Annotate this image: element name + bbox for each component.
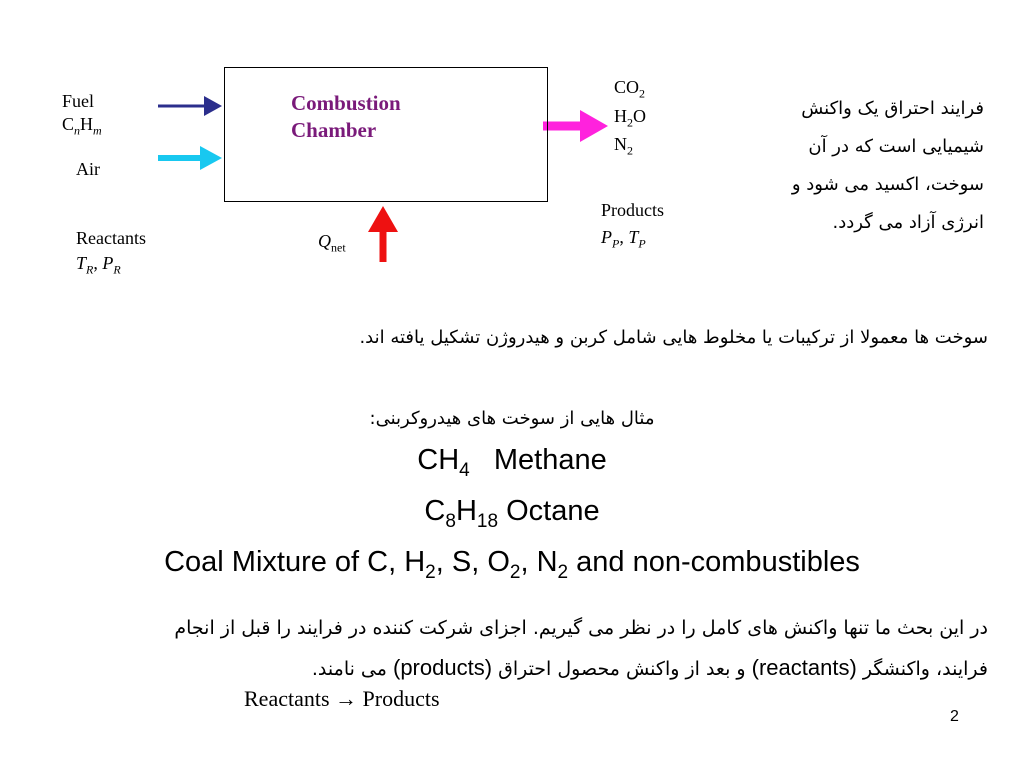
diagram-arrows xyxy=(158,96,608,262)
example-octane: C8H18 Octane xyxy=(424,494,600,532)
page-number: 2 xyxy=(950,708,959,725)
reactants-state-vars: TR, PR xyxy=(76,253,121,277)
fuel-arrow-icon xyxy=(158,96,222,116)
fuels-description: سوخت ها معمولا از ترکیبات یا مخلوط هایی … xyxy=(359,327,988,348)
reactants-to-products-equation: Reactants → Products xyxy=(244,686,440,711)
heat-arrow-icon xyxy=(368,206,398,262)
reactants-label: Reactants xyxy=(76,228,146,248)
n2-formula: N2 xyxy=(614,134,633,158)
examples-title: مثال هایی از سوخت های هیدروکربنی: xyxy=(369,408,655,429)
heat-q-net-label: Qnet xyxy=(318,231,346,255)
fuel-label: Fuel xyxy=(62,91,95,111)
reactants-products-paragraph: در این بحث ما تنها واکنش های کامل را در … xyxy=(174,617,988,680)
co2-formula: CO2 xyxy=(614,77,646,101)
combustion-chamber-box: Combustion Chamber xyxy=(224,67,548,202)
air-label: Air xyxy=(76,159,100,179)
h2o-formula: H2O xyxy=(614,105,646,130)
products-state-vars: PP, TP xyxy=(601,227,646,251)
chamber-title: Combustion Chamber xyxy=(291,91,401,142)
product-arrow-icon xyxy=(543,110,608,142)
air-arrow-icon xyxy=(158,146,222,170)
hydrocarbon-examples: CH4 Methane C8H18 Octane Coal Mixture of… xyxy=(0,440,1024,592)
right-arrow-icon: → xyxy=(335,686,358,711)
fuel-formula: CnHm xyxy=(62,114,102,138)
products-label: Products xyxy=(601,200,664,220)
combustion-definition-text: فرایند احتراق یک واکنش شیمیایی است که در… xyxy=(791,98,984,233)
example-coal: Coal Mixture of C, H2, S, O2, N2 and non… xyxy=(164,545,860,583)
example-methane: CH4 Methane xyxy=(417,444,607,481)
products-formulas: CO2 H2O N2 xyxy=(614,76,646,162)
